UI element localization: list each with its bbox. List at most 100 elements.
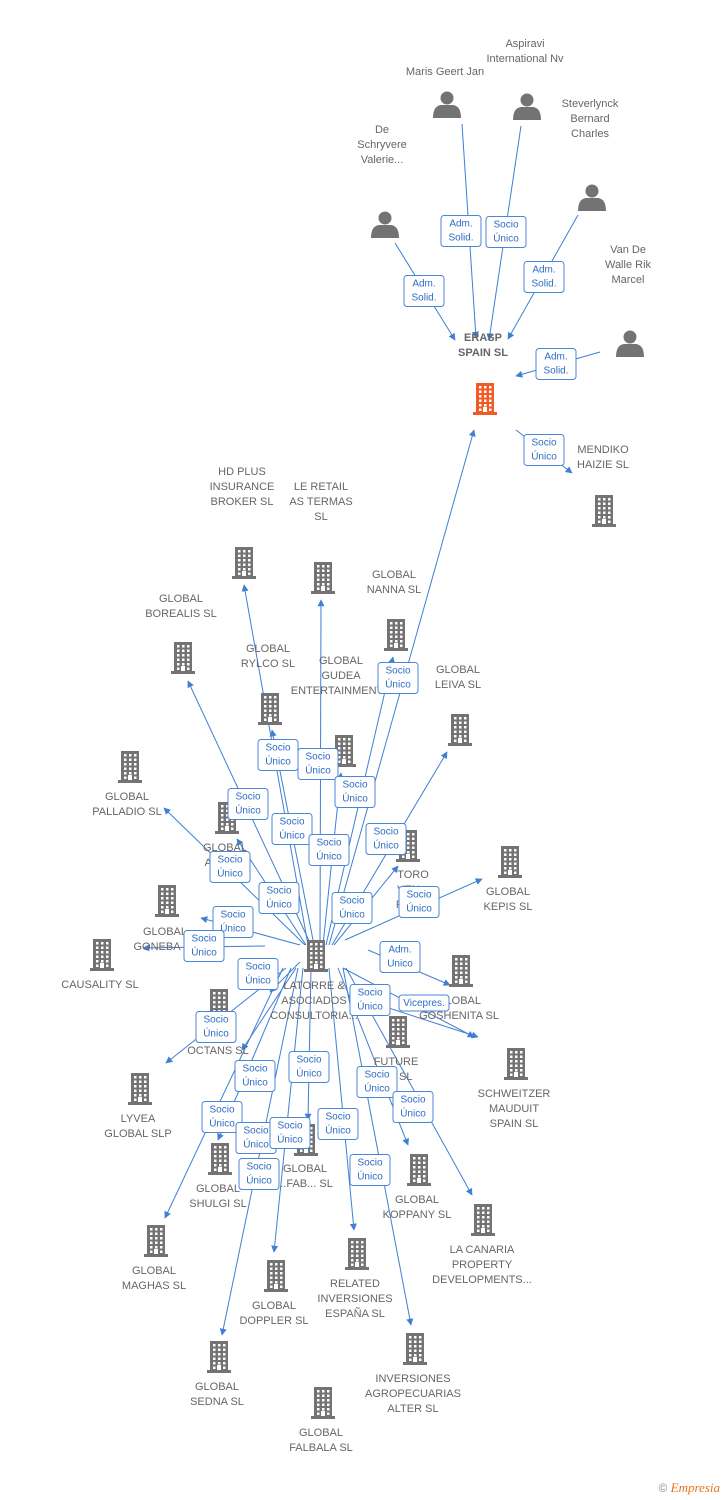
node-maris[interactable]: Maris Geert Jan — [406, 66, 484, 118]
building-icon — [504, 1048, 528, 1080]
person-icon — [433, 91, 461, 118]
node-nanna[interactable]: GLOBAL NANNA SL — [367, 569, 421, 651]
building-icon — [384, 619, 408, 651]
relation-label: Socio — [531, 438, 556, 449]
relation-badge-deschryvere-erasp[interactable]: Adm.Solid. — [403, 275, 445, 307]
node-label: OCTANS SL — [187, 1045, 249, 1057]
copyright: © Empresia — [658, 1480, 720, 1496]
building-icon — [498, 846, 522, 878]
node-deschryvere[interactable]: DeSchryvereValerie... — [357, 124, 407, 238]
node-causality[interactable]: CAUSALITY SL — [61, 939, 139, 991]
building-icon — [155, 885, 179, 917]
building-icon — [407, 1154, 431, 1186]
building-icon — [304, 940, 328, 972]
node-label: GLOBAL — [195, 1381, 239, 1393]
node-label: NANNA SL — [367, 584, 421, 596]
relation-badge-steverlynck-erasp[interactable]: Adm.Solid. — [523, 261, 565, 293]
relation-label: Socio — [325, 1112, 350, 1123]
relation-badge-latorre-goshenita[interactable]: Adm.Unico — [379, 941, 421, 973]
relation-label: Único — [364, 1082, 390, 1095]
brand-logo[interactable]: Empresia — [670, 1480, 720, 1495]
relation-label: Adm. — [449, 219, 472, 230]
node-label: GUDEA — [321, 670, 361, 682]
relation-label: Socio — [342, 780, 367, 791]
relation-label: Socio — [220, 910, 245, 921]
relation-badge-maris-erasp[interactable]: Adm.Solid. — [440, 215, 482, 247]
node-label: MENDIKO — [577, 444, 629, 456]
relation-label: Socio — [243, 1126, 268, 1137]
relation-badge-vandewalle-erasp[interactable]: Adm.Solid. — [535, 348, 577, 380]
building-icon — [471, 1204, 495, 1236]
node-lacanaria[interactable]: LA CANARIAPROPERTYDEVELOPMENTS... — [432, 1204, 532, 1286]
relation-badge-latorre-future[interactable]: Vicepres. — [398, 994, 450, 1012]
relation-label: Socio — [400, 1095, 425, 1106]
node-gudea[interactable]: GLOBALGUDEAENTERTAINMENT... — [291, 655, 391, 767]
node-latorre[interactable]: LATORRE &ASOCIADOSCONSULTORIA... — [270, 940, 358, 1022]
relation-label: Socio — [235, 792, 260, 803]
relation-label: Solid. — [531, 279, 556, 290]
node-label: GLOBAL — [372, 569, 416, 581]
building-icon — [90, 939, 114, 971]
node-label: FUTURE — [374, 1056, 419, 1068]
node-label: DEVELOPMENTS... — [432, 1274, 532, 1286]
node-label: LE RETAIL — [294, 481, 348, 493]
node-label: GLOBAL — [252, 1300, 296, 1312]
building-icon — [264, 1260, 288, 1292]
person-icon — [513, 93, 541, 120]
copyright-symbol: © — [658, 1481, 668, 1495]
